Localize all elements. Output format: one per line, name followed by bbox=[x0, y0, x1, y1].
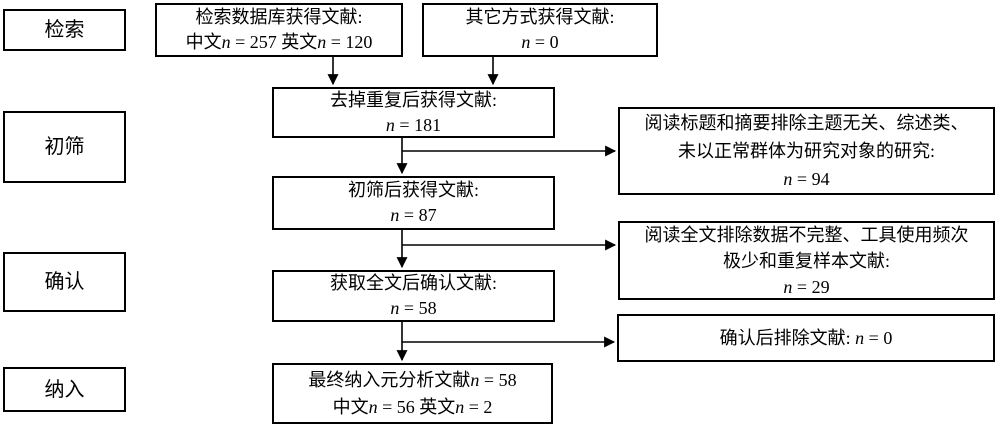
node-text-line: n = 29 bbox=[783, 276, 830, 297]
node-text-line: 去掉重复后获得文献: bbox=[329, 89, 497, 110]
node-deduplicated: 去掉重复后获得文献: n = 181 bbox=[272, 87, 555, 138]
stage-label: 初筛 bbox=[44, 136, 85, 158]
node-excluded-after-confirmation: 确认后排除文献: n = 0 bbox=[617, 314, 995, 362]
node-excluded-title-abstract: 阅读标题和摘要排除主题无关、综述类、 未以正常群体为研究对象的研究: n = 9… bbox=[618, 107, 995, 195]
node-text-line: 获取全文后确认文献: bbox=[329, 273, 497, 293]
stage-box-screening: 初筛 bbox=[3, 111, 126, 183]
node-excluded-fulltext: 阅读全文排除数据不完整、工具使用频次 极少和重复样本文献: n = 29 bbox=[618, 221, 995, 300]
node-after-screening: 初筛后获得文献: n = 87 bbox=[272, 176, 555, 230]
node-text-line: 中文n = 56 英文n = 2 bbox=[332, 396, 493, 417]
node-text-line: 其它方式获得文献: bbox=[465, 7, 615, 27]
stage-box-inclusion: 纳入 bbox=[3, 367, 126, 412]
node-text-line: 阅读全文排除数据不完整、工具使用频次 bbox=[644, 224, 969, 245]
stage-label: 确认 bbox=[44, 271, 85, 293]
stage-box-confirmation: 确认 bbox=[3, 252, 126, 312]
node-db-search: 检索数据库获得文献: 中文n = 257 英文n = 120 bbox=[155, 3, 403, 57]
stage-box-search: 检索 bbox=[3, 9, 126, 51]
node-text-line: 检索数据库获得文献: bbox=[195, 7, 363, 27]
node-fulltext-confirmed: 获取全文后确认文献: n = 58 bbox=[272, 270, 555, 322]
stage-label: 纳入 bbox=[44, 378, 85, 401]
node-text-line: 阅读标题和摘要排除主题无关、综述类、 bbox=[644, 113, 969, 133]
node-text-line: 未以正常群体为研究对象的研究: bbox=[678, 141, 935, 161]
node-text-line: n = 0 bbox=[521, 32, 559, 52]
node-text-line: n = 87 bbox=[390, 205, 437, 225]
node-text-line: n = 181 bbox=[385, 114, 442, 135]
node-text-line: 最终纳入元分析文献n = 58 bbox=[308, 369, 517, 390]
node-text-line: 确认后排除文献: n = 0 bbox=[719, 327, 893, 348]
node-text-line: 初筛后获得文献: bbox=[347, 180, 479, 200]
stage-label: 检索 bbox=[44, 19, 85, 41]
node-final-included: 最终纳入元分析文献n = 58 中文n = 56 英文n = 2 bbox=[272, 363, 553, 424]
node-other-sources: 其它方式获得文献: n = 0 bbox=[422, 3, 658, 57]
node-text-line: 极少和重复样本文献: bbox=[722, 250, 890, 271]
node-text-line: n = 58 bbox=[390, 298, 437, 318]
node-text-line: 中文n = 257 英文n = 120 bbox=[185, 32, 373, 52]
node-text-line: n = 94 bbox=[783, 169, 830, 189]
